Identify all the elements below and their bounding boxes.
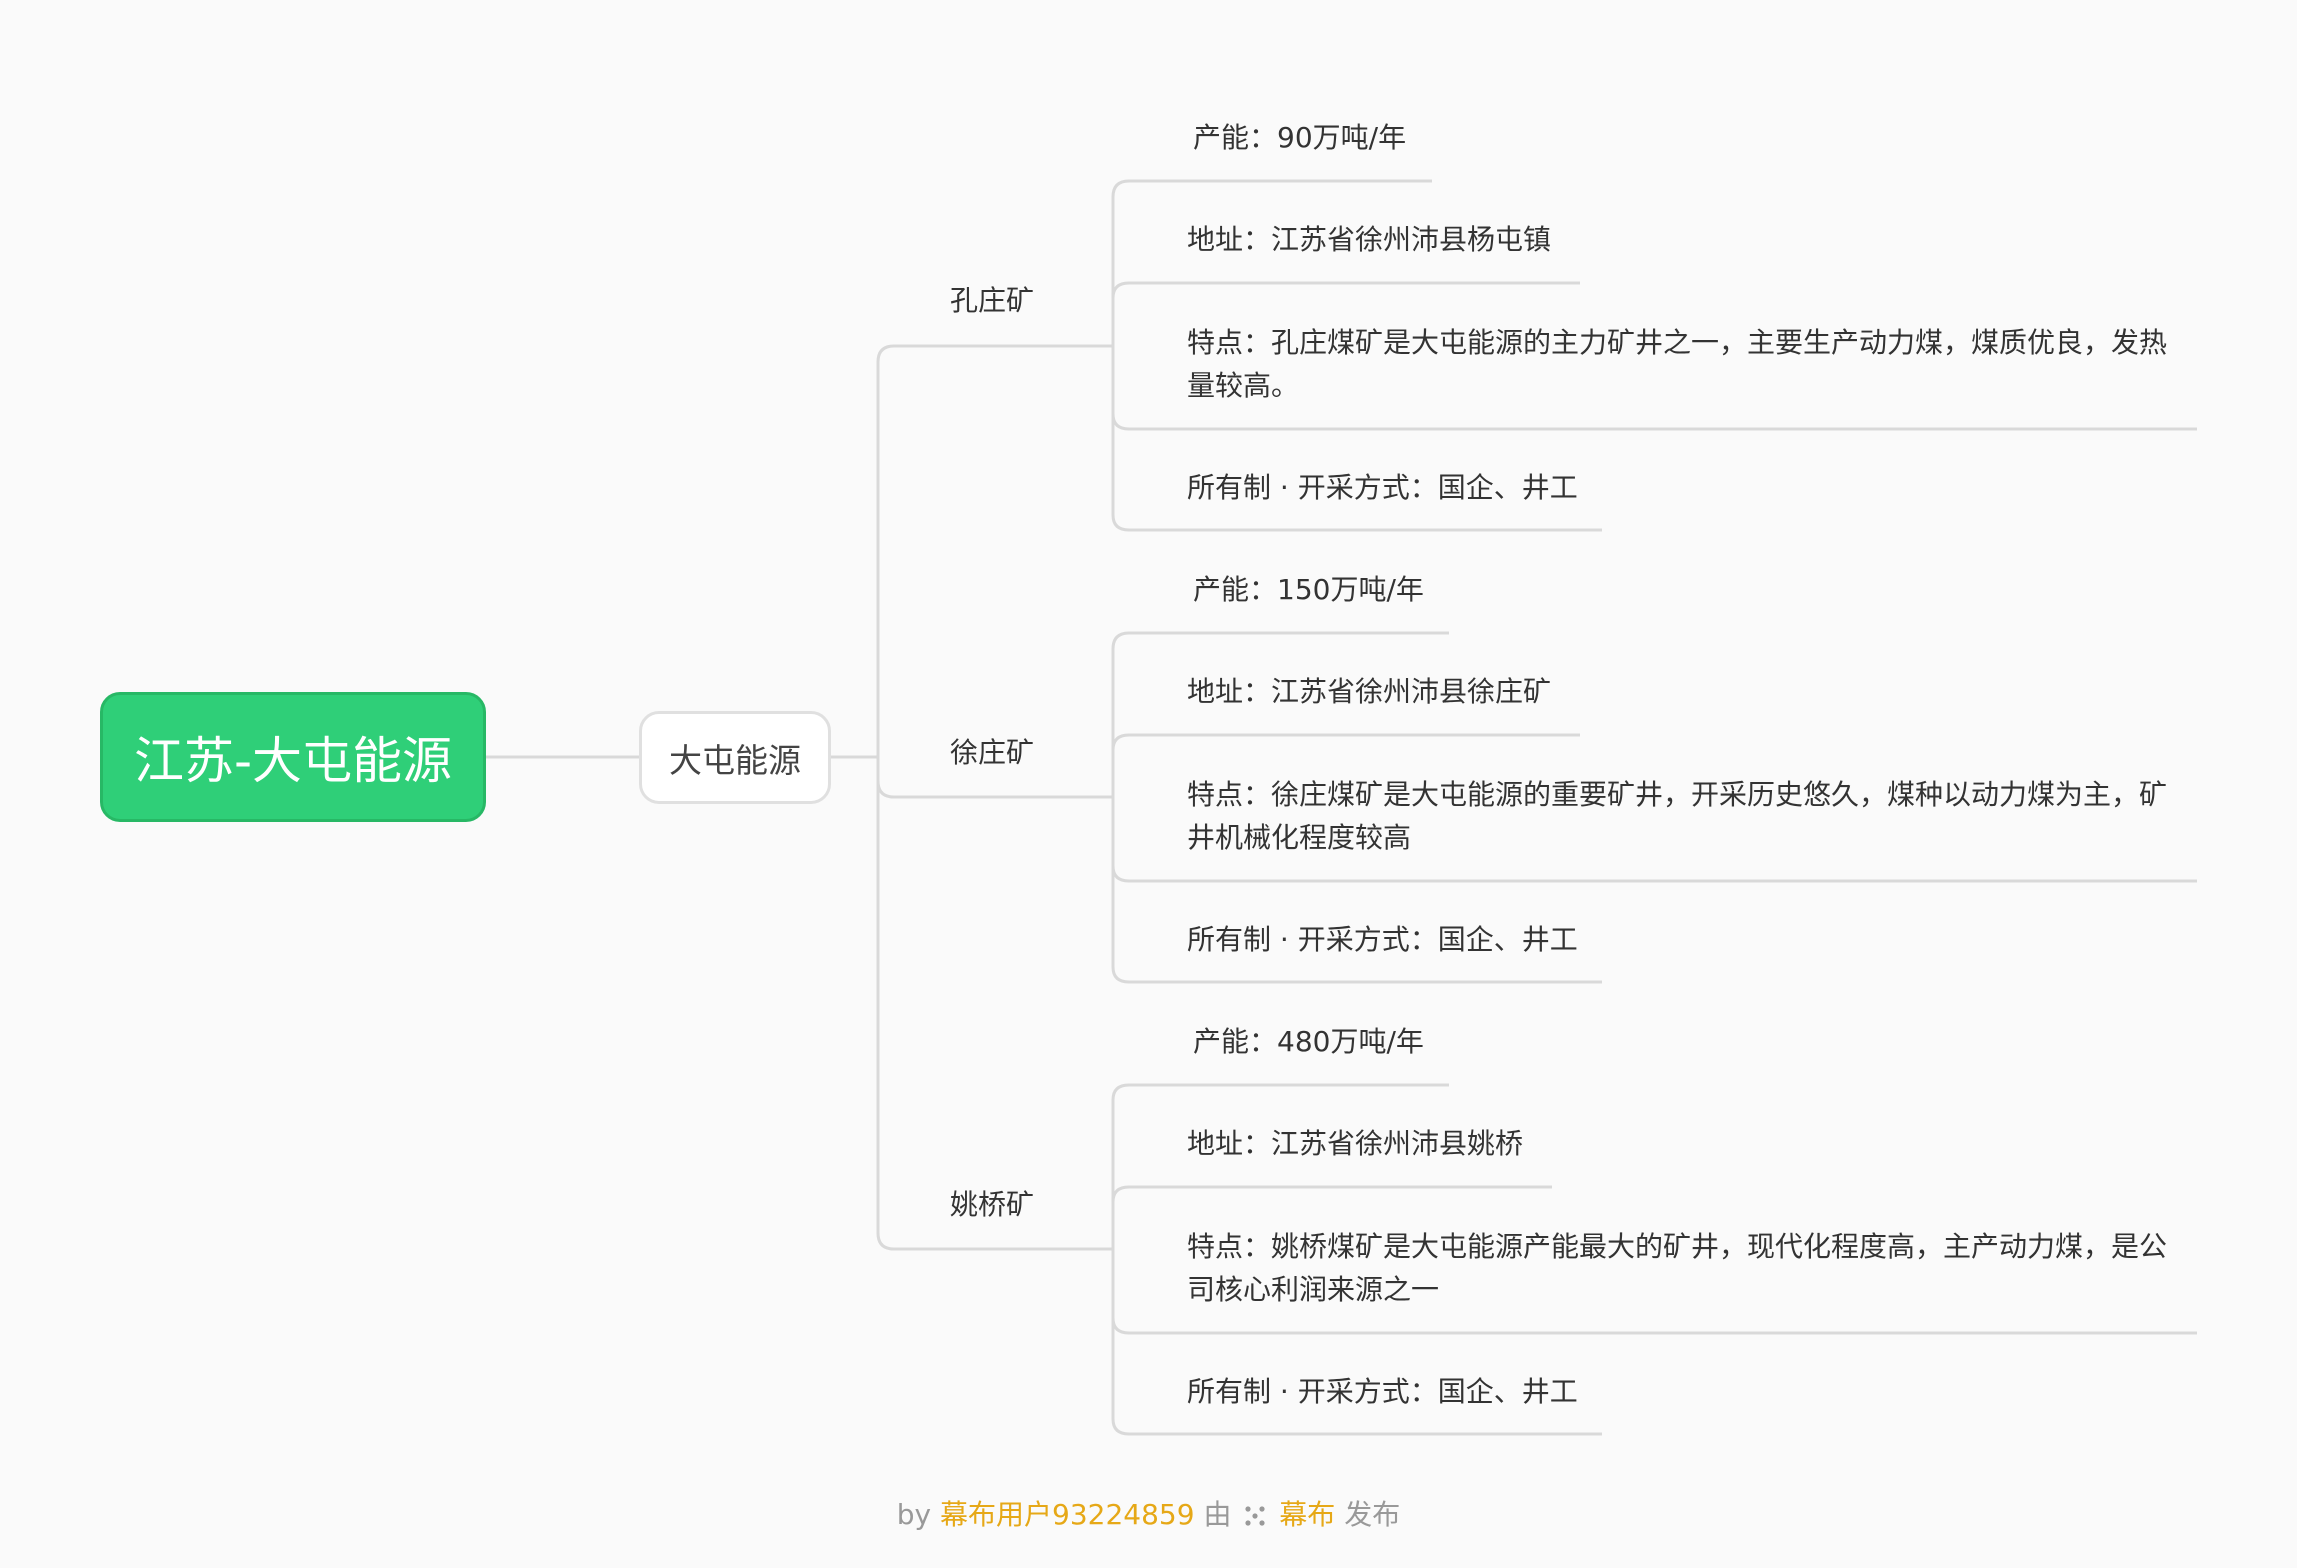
mine3-ownership[interactable]: 所有制 · 开采方式：国企、井工 — [1187, 1375, 1578, 1408]
link-mine2-capacity — [1111, 631, 1449, 797]
link-mine3-capacity — [1111, 1083, 1449, 1249]
mine-node-xuzhuang[interactable]: 徐庄矿 — [950, 736, 1035, 769]
root-node[interactable]: 江苏-大屯能源 — [100, 692, 486, 822]
publish-footer: by 幕布用户93224859 由 幕布 发布 — [0, 1495, 2297, 1539]
link-mine2-address — [1111, 733, 1580, 797]
link-mine3-address — [1111, 1185, 1552, 1249]
mine-node-yaoqiao[interactable]: 姚桥矿 — [950, 1188, 1035, 1221]
footer-by: by — [896, 1498, 932, 1531]
mine2-capacity[interactable]: 产能：150万吨/年 — [1193, 573, 1424, 606]
link-mine1-address — [1111, 281, 1580, 346]
footer-user-link[interactable]: 幕布用户93224859 — [940, 1498, 1195, 1531]
link-mine1-capacity — [1111, 179, 1432, 346]
footer-via: 由 — [1203, 1498, 1232, 1531]
mine2-feature[interactable]: 特点：徐庄煤矿是大屯能源的重要矿井，开采历史悠久，煤种以动力煤为主，矿井机械化程… — [1187, 778, 2168, 854]
mubu-logo-icon — [1244, 1499, 1266, 1539]
mine3-feature[interactable]: 特点：姚桥煤矿是大屯能源产能最大的矿井，现代化程度高，主产动力煤，是公司核心利润… — [1187, 1230, 2168, 1306]
mine2-ownership[interactable]: 所有制 · 开采方式：国企、井工 — [1187, 923, 1578, 956]
mine1-feature[interactable]: 特点：孔庄煤矿是大屯能源的主力矿井之一，主要生产动力煤，煤质优良，发热量较高。 — [1187, 326, 2168, 402]
footer-brand-link[interactable]: 幕布 — [1279, 1498, 1336, 1531]
link-trunk-mine-3 — [876, 757, 1113, 1251]
mine3-address[interactable]: 地址：江苏省徐州沛县姚桥 — [1187, 1127, 1524, 1160]
link-mine3-ownership — [1111, 1249, 1602, 1436]
mine2-address[interactable]: 地址：江苏省徐州沛县徐庄矿 — [1187, 675, 1552, 708]
mine1-ownership[interactable]: 所有制 · 开采方式：国企、井工 — [1187, 471, 1578, 504]
mine3-capacity[interactable]: 产能：480万吨/年 — [1193, 1025, 1424, 1058]
footer-publish: 发布 — [1344, 1498, 1401, 1531]
company-node[interactable]: 大屯能源 — [639, 711, 831, 804]
mine-node-kongzhuang[interactable]: 孔庄矿 — [950, 284, 1035, 317]
link-mine1-ownership — [1111, 346, 1602, 532]
mine1-address[interactable]: 地址：江苏省徐州沛县杨屯镇 — [1187, 223, 1552, 256]
mine1-capacity[interactable]: 产能：90万吨/年 — [1193, 121, 1407, 154]
link-trunk-mine-1 — [876, 344, 1113, 757]
link-mine2-ownership — [1111, 797, 1602, 984]
